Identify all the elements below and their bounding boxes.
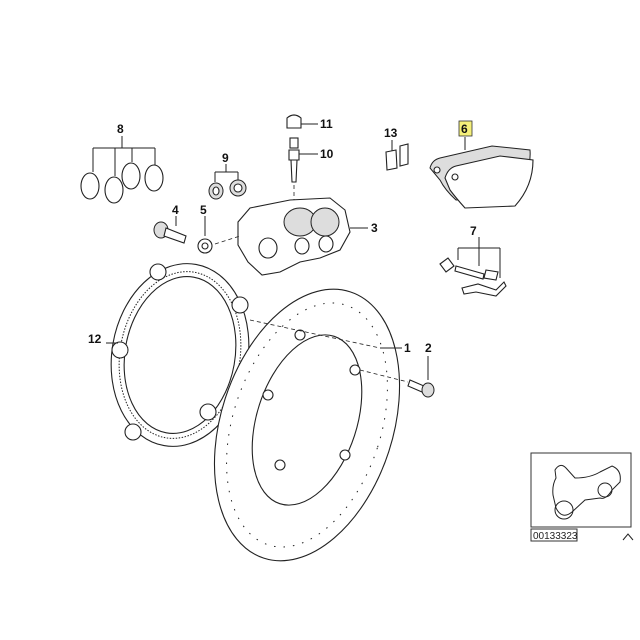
brake-pads[interactable] bbox=[429, 120, 534, 209]
brake-disc[interactable] bbox=[182, 265, 432, 584]
spring-clip[interactable] bbox=[385, 140, 409, 171]
label-1[interactable]: 1 bbox=[404, 341, 411, 355]
highlight-box bbox=[458, 120, 473, 137]
motorcycle-thumbnail[interactable] bbox=[530, 452, 632, 542]
washer[interactable] bbox=[197, 216, 213, 254]
bushings[interactable] bbox=[208, 164, 247, 200]
pad-pin-and-clips[interactable] bbox=[439, 237, 507, 297]
label-9[interactable]: 9 bbox=[222, 151, 229, 165]
seal-rings[interactable] bbox=[80, 136, 164, 204]
label-13[interactable]: 13 bbox=[384, 126, 398, 140]
disc-bolt[interactable] bbox=[359, 356, 435, 398]
label-8[interactable]: 8 bbox=[117, 122, 124, 136]
label-2[interactable]: 2 bbox=[425, 341, 432, 355]
label-7[interactable]: 7 bbox=[470, 224, 477, 238]
diagram-code: 00133323 bbox=[533, 531, 578, 542]
scroll-up-icon[interactable] bbox=[622, 533, 634, 541]
label-4[interactable]: 4 bbox=[172, 203, 179, 217]
brake-caliper[interactable] bbox=[214, 197, 368, 276]
label-6[interactable]: 6 bbox=[461, 122, 468, 136]
label-3[interactable]: 3 bbox=[371, 221, 378, 235]
label-12[interactable]: 12 bbox=[88, 332, 102, 346]
label-10[interactable]: 10 bbox=[320, 147, 334, 161]
caliper-bolt[interactable] bbox=[153, 216, 187, 244]
bleeder-cap-and-screw[interactable] bbox=[286, 114, 318, 205]
abs-sensor-ring[interactable] bbox=[97, 253, 263, 458]
label-5[interactable]: 5 bbox=[200, 203, 207, 217]
label-11[interactable]: 11 bbox=[320, 117, 333, 131]
